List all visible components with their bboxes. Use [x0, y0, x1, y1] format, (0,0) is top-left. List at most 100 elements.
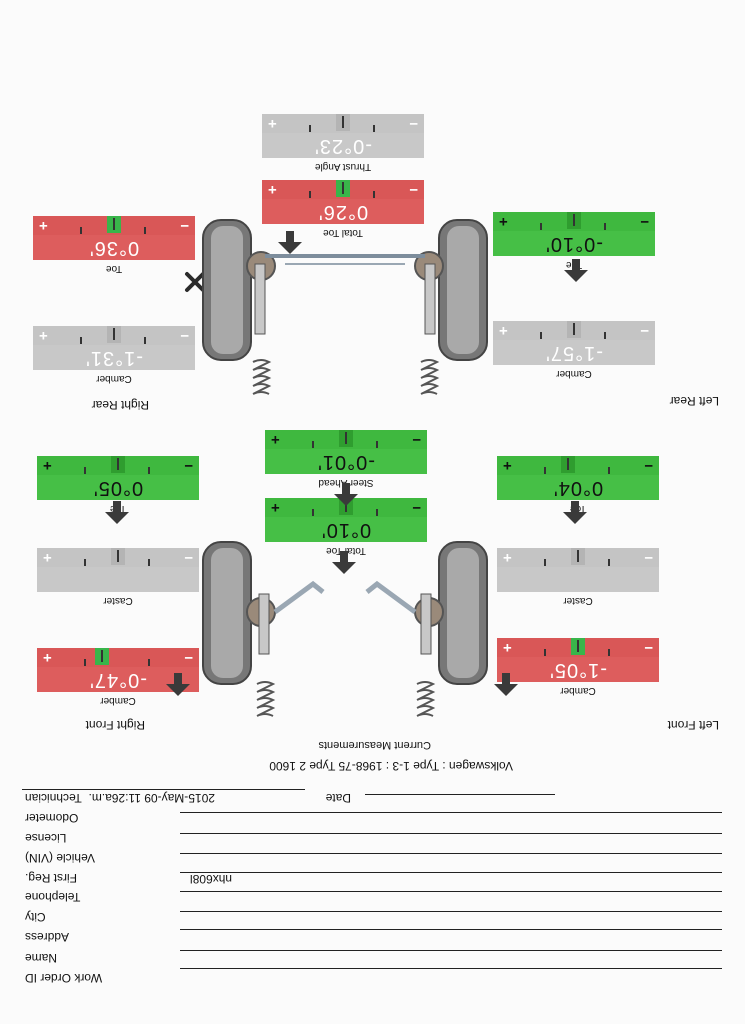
gauge-plus-sign: +: [271, 431, 280, 448]
gauge-tick: [604, 223, 607, 230]
gauge-minus-sign: −: [644, 549, 653, 566]
gauge-tick: [539, 223, 542, 230]
gauge-center-tick: [573, 323, 575, 335]
form-label-technician: Technician: [25, 791, 82, 805]
form-label-odometer: Odometer: [25, 811, 79, 825]
up-arrow-icon: [333, 482, 359, 508]
form-label-vin: Vehicle (VIN): [25, 851, 96, 865]
gauge-tick: [608, 467, 611, 474]
date-value: 2015-May-09 11:26a.m.: [88, 791, 215, 805]
gauge-minus-sign: −: [412, 499, 421, 516]
gauge-value: 0°36': [88, 237, 140, 259]
gauge-tick: [311, 509, 314, 516]
gauge-center-tick: [573, 214, 575, 226]
gauge-tick: [373, 191, 376, 198]
gauge-bar: 0°04'−+: [497, 456, 659, 500]
gauge-plus-sign: +: [43, 649, 52, 666]
gauge-plus-sign: +: [503, 549, 512, 566]
up-arrow-icon: [165, 672, 191, 698]
gauge-label: Toe: [105, 263, 123, 274]
form-line-first-reg: [180, 872, 722, 873]
form-line-city: [180, 911, 722, 912]
gauge-bar: -1°05'−+: [497, 638, 659, 682]
gauge-plus-sign: +: [499, 213, 508, 230]
date-line: [22, 789, 305, 790]
gauge-center-tick: [342, 116, 344, 128]
gauge-bar: −+: [37, 548, 199, 592]
gauge-plus-sign: +: [499, 322, 508, 339]
gauge-bar: -0°23' − +: [262, 114, 424, 158]
gauge-plus-sign: +: [43, 549, 52, 566]
gauge-value: -0°10': [545, 233, 603, 255]
gauge-value: 0°04': [552, 477, 604, 499]
up-arrow-icon: [562, 500, 588, 526]
gauge-tick: [148, 659, 151, 666]
gauge-plus-sign: +: [271, 499, 280, 516]
gauge-value: -1°31': [85, 347, 143, 369]
form-label-work-order-id: Work Order ID: [25, 971, 103, 985]
gauge-center-tick: [113, 328, 115, 340]
left-rear-label: Left Rear: [669, 394, 719, 408]
gauge-bar: -0°10'−+: [493, 212, 655, 256]
form-line-address: [180, 929, 722, 930]
gauge-center-tick: [100, 650, 103, 662]
gauge-minus-sign: −: [409, 181, 418, 198]
gauge-label: Camber: [556, 368, 592, 379]
gauge-center-tick: [342, 182, 344, 194]
gauge-center-tick: [577, 550, 579, 562]
form-label-city: City: [25, 910, 46, 924]
technician-line: [365, 794, 555, 795]
gauge-bar: 0°05'−+: [37, 456, 199, 500]
measurements-title: Current Measurements: [318, 739, 432, 751]
gauge-tick: [308, 125, 311, 132]
up-arrow-icon: [331, 550, 357, 576]
gauge-value: -1°05': [549, 659, 607, 681]
gauge-tick: [83, 559, 86, 566]
gauge-tick: [144, 227, 147, 234]
gauge-tick: [373, 125, 376, 132]
gauge-bar: -1°31'−+: [33, 326, 195, 370]
rear-suspension-illustration: [202, 219, 488, 395]
gauge-value: -0°23': [314, 135, 372, 157]
gauge-minus-sign: −: [644, 639, 653, 656]
gauge-minus-sign: −: [412, 431, 421, 448]
form-line-name: [180, 950, 722, 951]
up-arrow-icon: [277, 230, 303, 256]
gauge-bar: -1°57'−+: [493, 321, 655, 365]
gauge-center-tick: [577, 640, 579, 652]
right-rear-label: Right Rear: [91, 398, 149, 412]
form-label-address: Address: [25, 930, 70, 944]
gauge-tick: [308, 191, 311, 198]
gauge-tick: [543, 559, 546, 566]
left-front-label: Left Front: [667, 718, 719, 732]
gauge-minus-sign: −: [184, 649, 193, 666]
gauge-bar: 0°36'−+: [33, 216, 195, 260]
gauge-tick: [144, 337, 147, 344]
date-label: Date: [325, 791, 351, 805]
gauge-minus-sign: −: [184, 457, 193, 474]
gauge-center-tick: [117, 550, 119, 562]
gauge-minus-sign: −: [409, 115, 418, 132]
form-value-first-reg: nhx608l: [190, 872, 233, 886]
form-line-work-order-id: [180, 968, 722, 969]
gauge-tick: [543, 649, 546, 656]
form-label-name: Name: [25, 951, 58, 965]
gauge-value: -1°57': [545, 342, 603, 364]
vehicle-title: Volkswagen : Type 1-3 : 1968-75 Type 2 1…: [269, 759, 513, 773]
gauge-tick: [376, 441, 379, 448]
gauge-bar: −+: [497, 548, 659, 592]
up-arrow-icon: [563, 258, 589, 284]
gauge-plus-sign: +: [268, 115, 277, 132]
gauge-tick: [608, 649, 611, 656]
gauge-minus-sign: −: [180, 217, 189, 234]
gauge-tick: [79, 337, 82, 344]
gauge-center-tick: [345, 432, 347, 444]
form-line-license: [180, 833, 722, 834]
gauge-label: Camber: [560, 685, 596, 696]
gauge-center-tick: [113, 218, 115, 230]
form-line-odometer: [180, 812, 722, 813]
form-line-vin: [180, 853, 722, 854]
gauge-minus-sign: −: [184, 549, 193, 566]
gauge-bar: -0°01'−+: [265, 430, 427, 474]
